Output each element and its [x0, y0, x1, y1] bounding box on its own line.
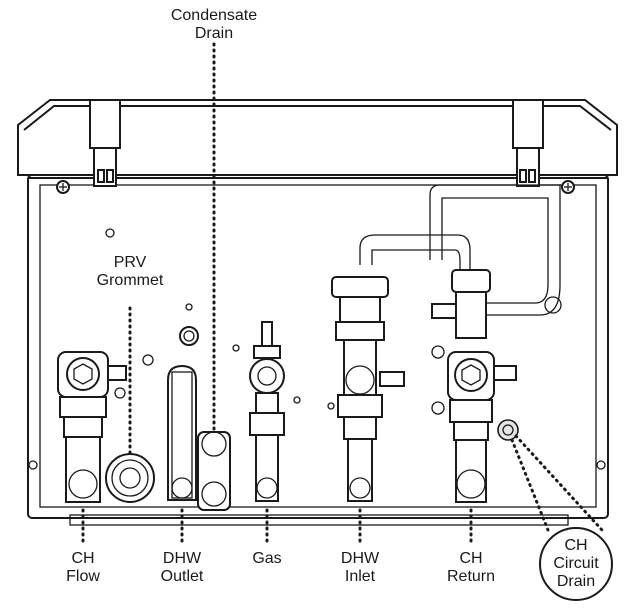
- ch-circuit-drain-label-line3: Drain: [556, 573, 596, 590]
- ch-return-connection: [431, 269, 519, 503]
- ch-flow-label: CH Flow: [48, 550, 118, 586]
- dhw-outlet-label-line2: Outlet: [160, 568, 204, 585]
- ch-circuit-drain-label-line2: Circuit: [553, 555, 599, 572]
- left-latch: [56, 99, 121, 194]
- prv-grommet: [105, 453, 155, 503]
- ch-circuit-drain-callout: [539, 527, 613, 601]
- ch-circuit-drain-label-line1: CH: [564, 537, 588, 554]
- prv-grommet-label-line2: Grommet: [96, 272, 164, 289]
- gas-connection: [249, 321, 285, 502]
- dhw-inlet-connection: [331, 276, 445, 502]
- gas-label-line1: Gas: [252, 550, 282, 567]
- gas-label: Gas: [232, 550, 302, 568]
- dhw-outlet-label: DHW Outlet: [147, 550, 217, 586]
- dhw-inlet-label-line2: Inlet: [344, 568, 376, 585]
- ch-return-label-line1: CH: [459, 550, 483, 567]
- ch-return-label-line2: Return: [446, 568, 496, 585]
- dhw-inlet-label: DHW Inlet: [325, 550, 395, 586]
- internal-pipework: [359, 184, 562, 316]
- condensate-drain-connection: [197, 431, 231, 511]
- ch-flow-label-line2: Flow: [66, 568, 100, 585]
- dhw-outlet-label-line1: DHW: [162, 550, 202, 567]
- prv-grommet-label-line1: PRV: [113, 254, 147, 271]
- prv-grommet-label: PRV Grommet: [80, 254, 180, 290]
- leader-lines: [81, 42, 604, 547]
- ch-circuit-drain-label: CH Circuit Drain: [541, 537, 611, 591]
- right-latch: [512, 99, 575, 194]
- dhw-inlet-label-line1: DHW: [340, 550, 380, 567]
- ch-flow-connection: [57, 351, 154, 503]
- condensate-drain-label-line1: Condensate: [170, 7, 258, 24]
- dhw-outlet-connection: [167, 364, 197, 501]
- ch-flow-label-line1: CH: [71, 550, 95, 567]
- condensate-drain-label: Condensate Drain: [150, 7, 278, 43]
- ch-return-label: CH Return: [436, 550, 506, 586]
- condensate-drain-label-line2: Drain: [194, 25, 234, 42]
